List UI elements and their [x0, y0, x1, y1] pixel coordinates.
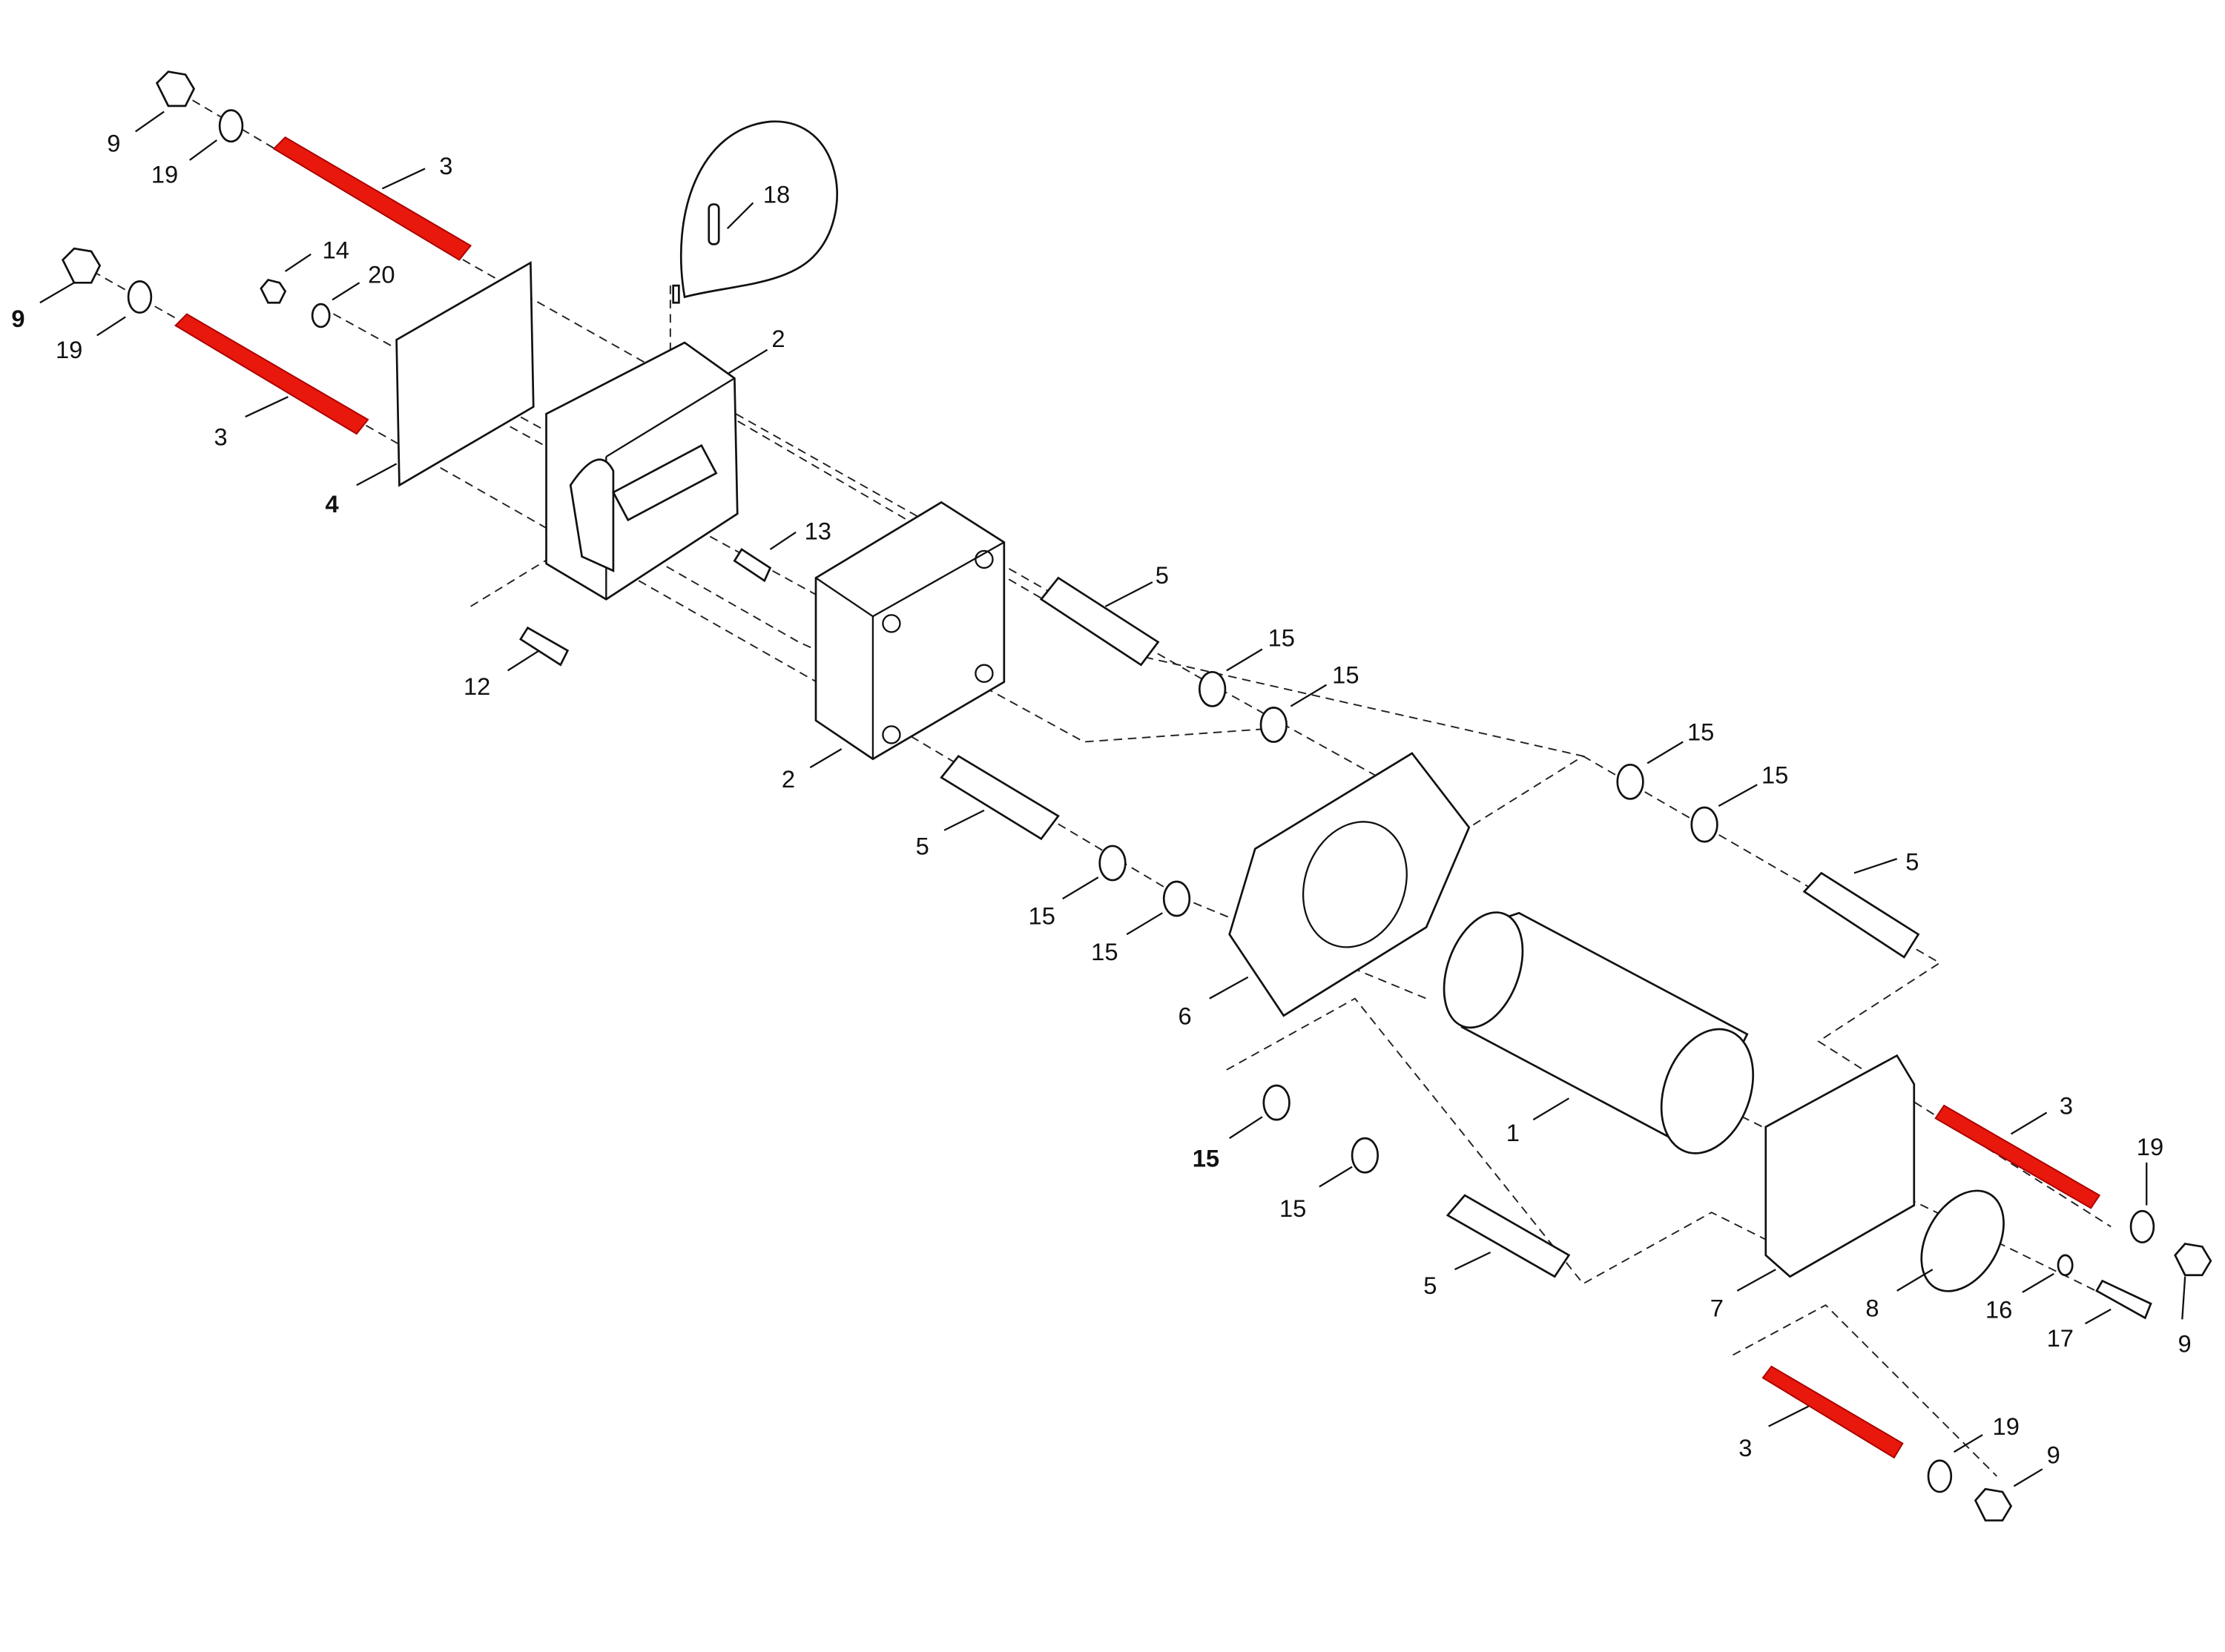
pin-18[interactable]: [672, 284, 680, 304]
washer-15[interactable]: [1616, 763, 1644, 800]
label-19: 19: [151, 161, 178, 188]
spacers-5: [940, 576, 1920, 1278]
nut-9-bottom[interactable]: [1974, 1487, 2013, 1522]
washer-15[interactable]: [1690, 806, 1718, 843]
rod-3-top[interactable]: [272, 136, 472, 261]
washer-19-top[interactable]: [218, 109, 244, 143]
washer-19-right[interactable]: [2129, 1209, 2155, 1243]
label-13: 13: [805, 517, 831, 544]
spacer-5[interactable]: [1446, 1194, 1571, 1278]
disc-8[interactable]: [1905, 1176, 2020, 1306]
flange-6[interactable]: [1228, 752, 1471, 1017]
nut-9-top[interactable]: [155, 70, 196, 108]
label-19: 19: [56, 336, 82, 363]
label-3: 3: [214, 423, 227, 451]
label-2: 2: [782, 765, 795, 793]
label-12: 12: [464, 673, 490, 700]
detail-callout: [679, 120, 838, 299]
label-9: 9: [11, 305, 24, 332]
washer-15[interactable]: [1262, 1084, 1290, 1121]
label-17: 17: [2047, 1324, 2074, 1352]
screw-17[interactable]: [2095, 1279, 2152, 1320]
label-15: 15: [1029, 902, 1055, 930]
washer-20[interactable]: [311, 303, 331, 328]
label-15: 15: [1761, 761, 1788, 788]
spacer-5[interactable]: [1802, 871, 1920, 959]
motor-cylinder-1[interactable]: [1429, 902, 1770, 1166]
label-15: 15: [1193, 1145, 1219, 1172]
label-14: 14: [323, 237, 349, 264]
label-9: 9: [2178, 1330, 2192, 1358]
label-5: 5: [1423, 1272, 1437, 1299]
housing-2-lower[interactable]: [814, 500, 1006, 761]
label-1: 1: [1506, 1119, 1520, 1146]
spacer-5[interactable]: [1039, 576, 1160, 667]
screw-12[interactable]: [519, 626, 570, 667]
rod-3-bottom[interactable]: [1761, 1365, 1904, 1459]
label-7: 7: [1710, 1295, 1724, 1322]
nut-14[interactable]: [260, 278, 287, 304]
label-19: 19: [2137, 1133, 2163, 1160]
fasteners: [61, 70, 2212, 1522]
label-8: 8: [1865, 1295, 1879, 1322]
washer-15[interactable]: [1162, 880, 1191, 917]
washer-15[interactable]: [1259, 707, 1288, 743]
label-9: 9: [107, 129, 120, 156]
label-15: 15: [1091, 938, 1118, 965]
plate-4[interactable]: [395, 261, 535, 487]
label-15: 15: [1332, 661, 1359, 689]
label-3: 3: [2060, 1091, 2073, 1119]
nut-9-left[interactable]: [61, 247, 102, 284]
part-labels: 9 19 3 18 14 20 9 19 2 3 4 13 5 15 15 12…: [11, 129, 2191, 1468]
leader-lines: [39, 110, 2186, 1487]
nut-9-right[interactable]: [2174, 1243, 2212, 1277]
label-15: 15: [1268, 624, 1295, 652]
label-6: 6: [1178, 1002, 1191, 1029]
label-19: 19: [1993, 1413, 2020, 1440]
label-20: 20: [368, 260, 395, 288]
screw-13[interactable]: [733, 548, 772, 583]
plate-7[interactable]: [1764, 1054, 1916, 1278]
washer-19-bottom[interactable]: [1927, 1459, 1953, 1493]
label-4: 4: [325, 490, 338, 518]
label-5: 5: [916, 832, 929, 859]
label-18: 18: [763, 181, 790, 208]
washer-15[interactable]: [1198, 670, 1227, 707]
label-3: 3: [439, 152, 452, 179]
label-16: 16: [1985, 1295, 2012, 1323]
washer-15[interactable]: [1351, 1137, 1380, 1174]
label-9: 9: [2047, 1441, 2060, 1469]
washer-19-left[interactable]: [127, 280, 153, 314]
assembly-lines: [92, 99, 2140, 1477]
washer-16[interactable]: [2057, 1254, 2074, 1277]
spacer-5[interactable]: [940, 755, 1060, 841]
housing-2-upper[interactable]: [545, 341, 739, 601]
label-5: 5: [1905, 848, 1919, 876]
label-2: 2: [771, 325, 785, 352]
label-3: 3: [1738, 1434, 1752, 1461]
rod-3-right[interactable]: [1934, 1104, 2101, 1209]
washer-15[interactable]: [1098, 845, 1127, 882]
rod-3-left[interactable]: [174, 313, 369, 435]
washers-15: [1098, 670, 1718, 1174]
label-15: 15: [1687, 718, 1714, 746]
highlighted-rods: [174, 136, 2101, 1459]
label-15: 15: [1279, 1195, 1306, 1222]
label-5: 5: [1156, 561, 1169, 589]
